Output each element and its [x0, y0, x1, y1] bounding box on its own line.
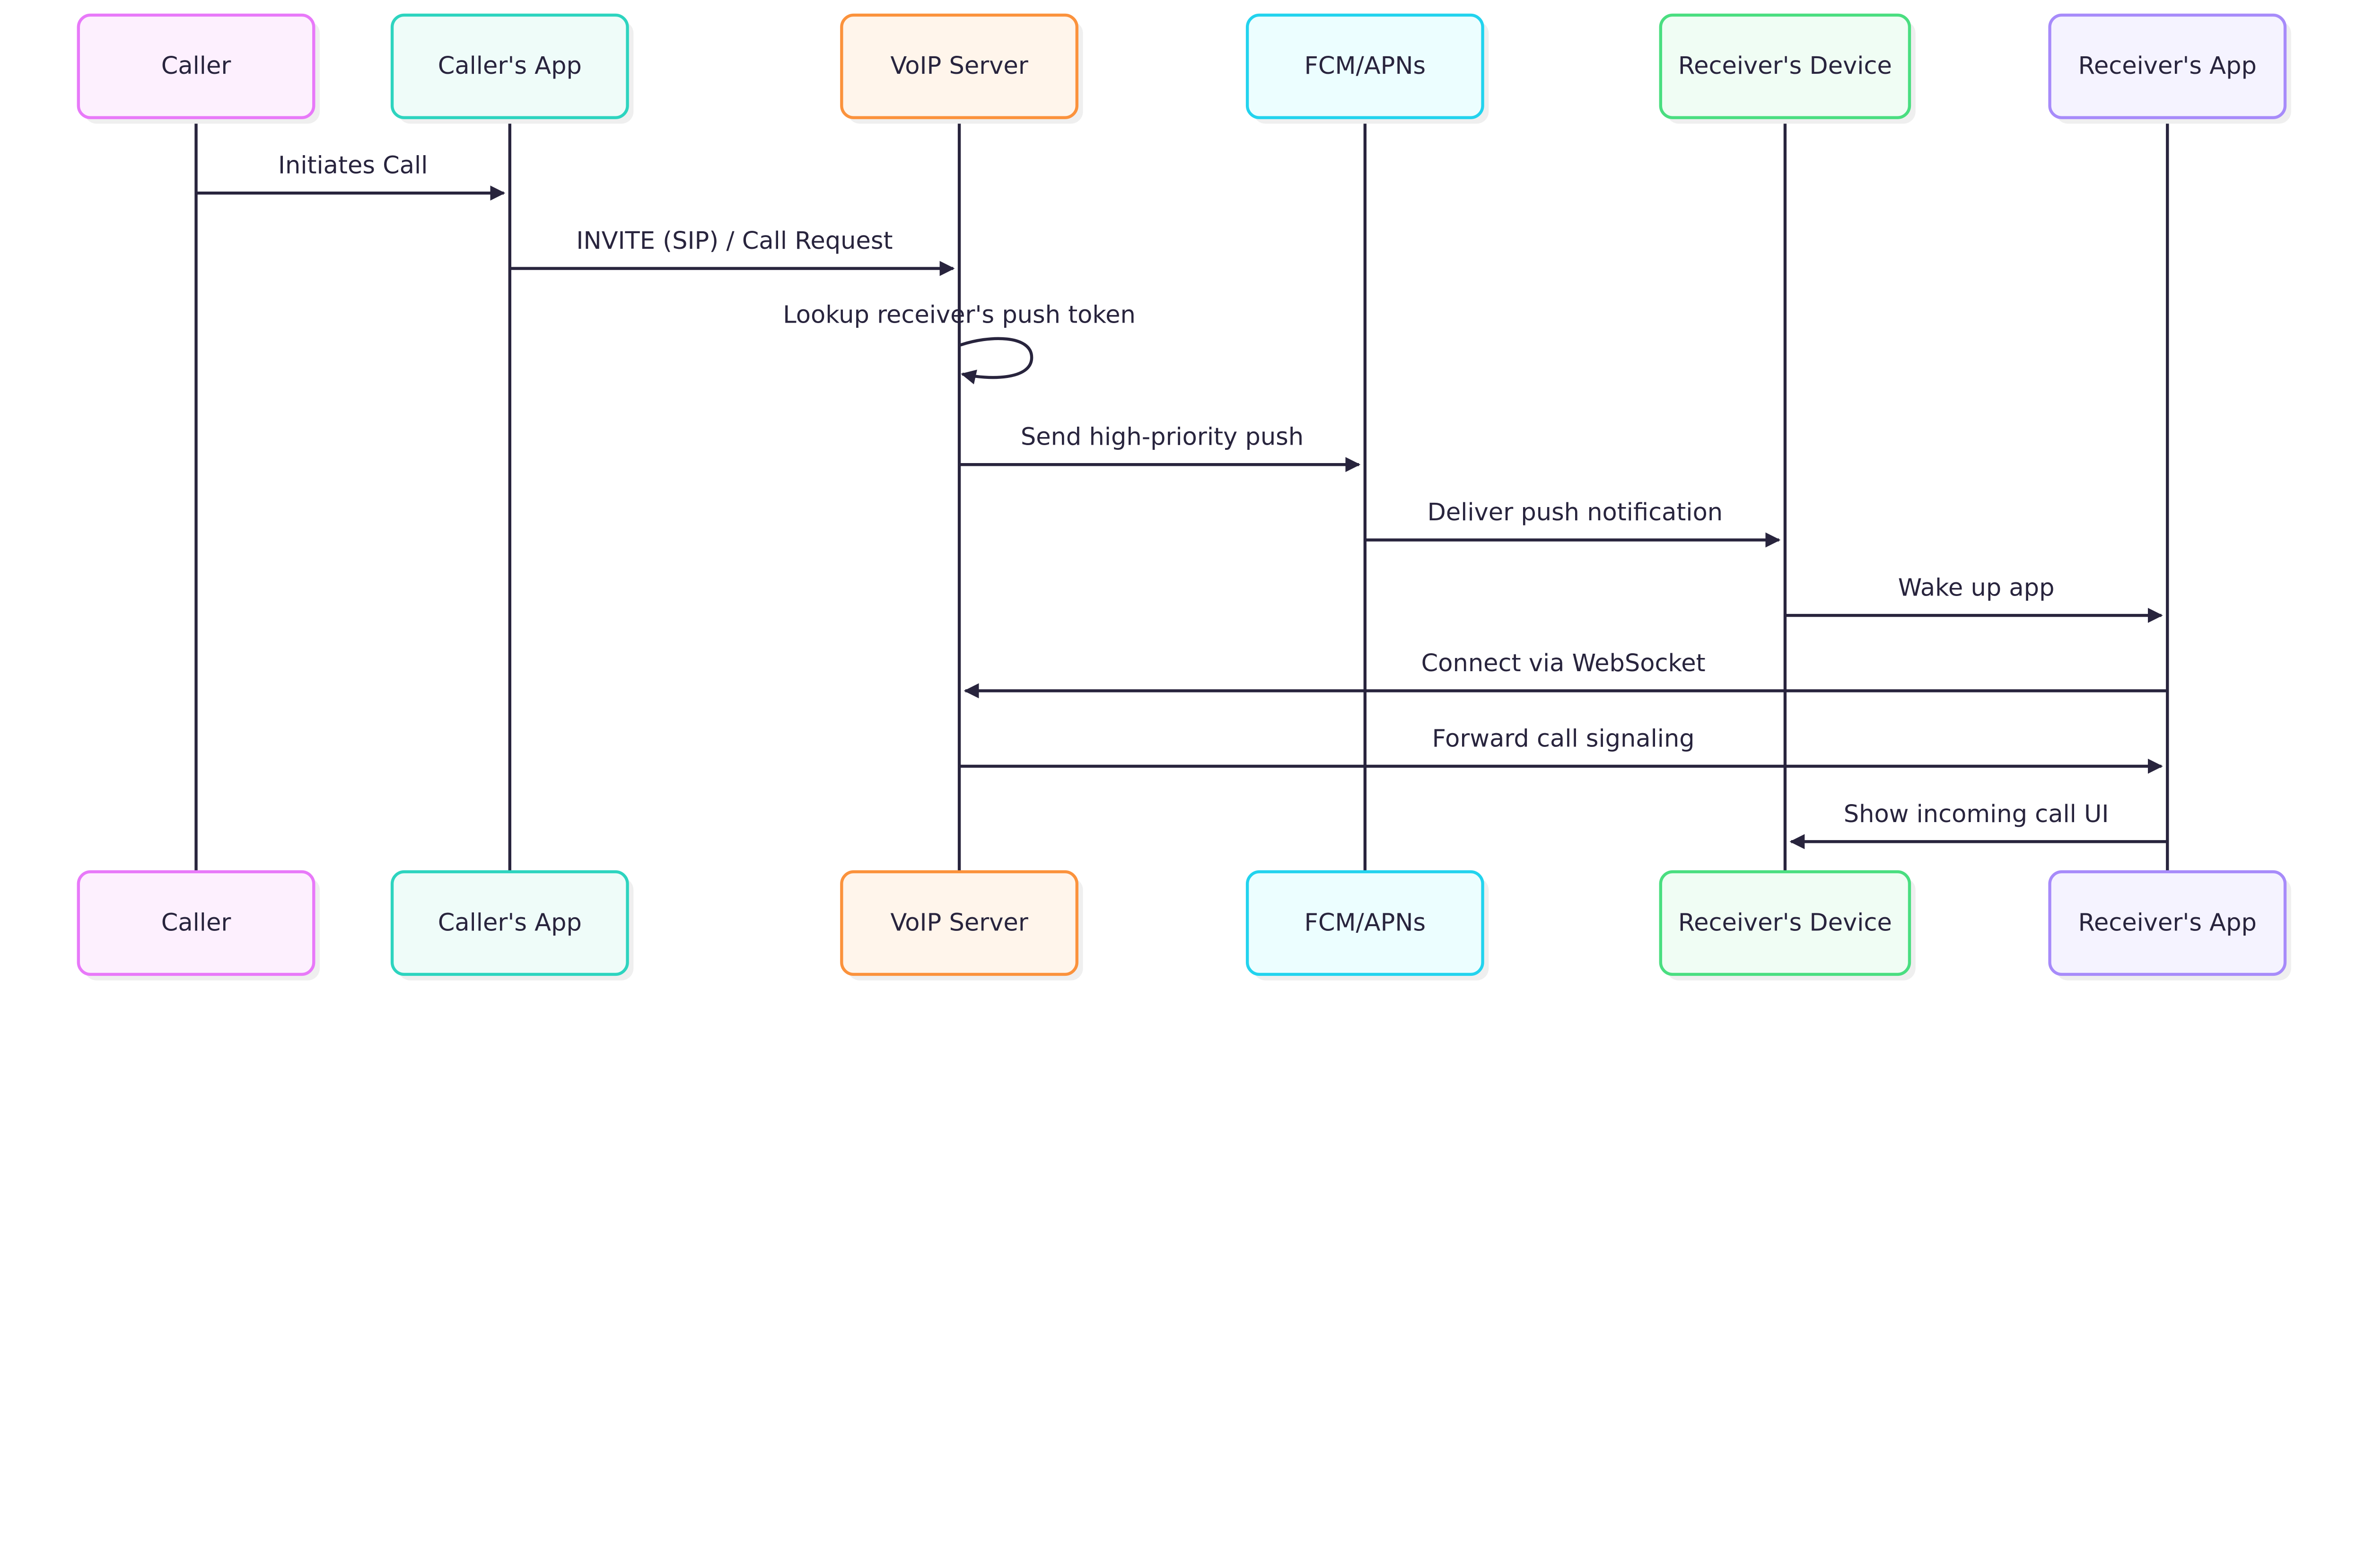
participant-box — [2048, 870, 2287, 976]
message-invite-sip-call-request: INVITE (SIP) / Call Request — [509, 227, 955, 276]
participant-receiver-s-app-top[interactable]: Receiver's App — [2048, 13, 2291, 124]
participant-box — [1659, 13, 1911, 119]
participant-box — [840, 870, 1078, 976]
participant-box — [77, 870, 315, 976]
message-deliver-push-notification: Deliver push notification — [1365, 499, 1781, 548]
participant-box — [77, 13, 315, 119]
participant-label: Caller — [161, 52, 231, 80]
participant-box — [1245, 870, 1484, 976]
participant-box — [2048, 13, 2287, 119]
message-lookup-receiver-s-push-token: Lookup receiver's push token — [783, 301, 1136, 385]
participant-receiver-s-device-bottom[interactable]: Receiver's Device — [1659, 870, 1916, 981]
participant-caller-bottom[interactable]: Caller — [77, 870, 320, 981]
message-show-incoming-call-ui: Show incoming call UI — [1789, 800, 2168, 850]
message-label: Forward call signaling — [1432, 725, 1695, 753]
participant-fcm-apns-top[interactable]: FCM/APNs — [1245, 13, 1489, 124]
participant-receiver-s-device-top[interactable]: Receiver's Device — [1659, 13, 1916, 124]
participant-label: VoIP Server — [890, 909, 1028, 937]
participant-caller-s-app-bottom[interactable]: Caller's App — [390, 870, 634, 981]
participant-box — [1659, 870, 1911, 976]
participant-box — [1245, 13, 1484, 119]
message-label: Show incoming call UI — [1844, 800, 2109, 828]
participant-voip-server-bottom[interactable]: VoIP Server — [840, 870, 1083, 981]
message-initiates-call: Initiates Call — [196, 152, 506, 201]
participant-label: Receiver's App — [2078, 909, 2257, 937]
self-message-arrow — [959, 337, 1034, 385]
message-forward-call-signaling: Forward call signaling — [959, 725, 2163, 774]
participant-label: Caller's App — [438, 909, 582, 937]
participant-label: Receiver's Device — [1678, 52, 1892, 80]
participant-box — [840, 13, 1078, 119]
participant-voip-server-top[interactable]: VoIP Server — [840, 13, 1083, 124]
message-label: Deliver push notification — [1428, 499, 1723, 526]
message-label: INVITE (SIP) / Call Request — [576, 227, 893, 255]
participant-box — [390, 870, 629, 976]
message-label: Send high-priority push — [1021, 423, 1304, 451]
participant-label: Receiver's Device — [1678, 909, 1892, 937]
participant-box — [390, 13, 629, 119]
participant-label: Caller's App — [438, 52, 582, 80]
participant-label: FCM/APNs — [1305, 909, 1426, 937]
participant-receiver-s-app-bottom[interactable]: Receiver's App — [2048, 870, 2291, 981]
message-label: Wake up app — [1898, 574, 2055, 602]
message-send-high-priority-push: Send high-priority push — [959, 423, 1361, 473]
participant-fcm-apns-bottom[interactable]: FCM/APNs — [1245, 870, 1489, 981]
participant-label: FCM/APNs — [1305, 52, 1426, 80]
message-label: Connect via WebSocket — [1421, 649, 1706, 677]
message-wake-up-app: Wake up app — [1785, 574, 2163, 623]
participant-label: VoIP Server — [890, 52, 1028, 80]
participant-caller-s-app-top[interactable]: Caller's App — [390, 13, 634, 124]
lifelines — [194, 117, 2169, 872]
participant-label: Caller — [161, 909, 231, 937]
message-label: Lookup receiver's push token — [783, 301, 1136, 329]
participant-label: Receiver's App — [2078, 52, 2257, 80]
message-label: Initiates Call — [278, 152, 428, 180]
participant-caller-top[interactable]: Caller — [77, 13, 320, 124]
message-connect-via-websocket: Connect via WebSocket — [964, 649, 2168, 699]
